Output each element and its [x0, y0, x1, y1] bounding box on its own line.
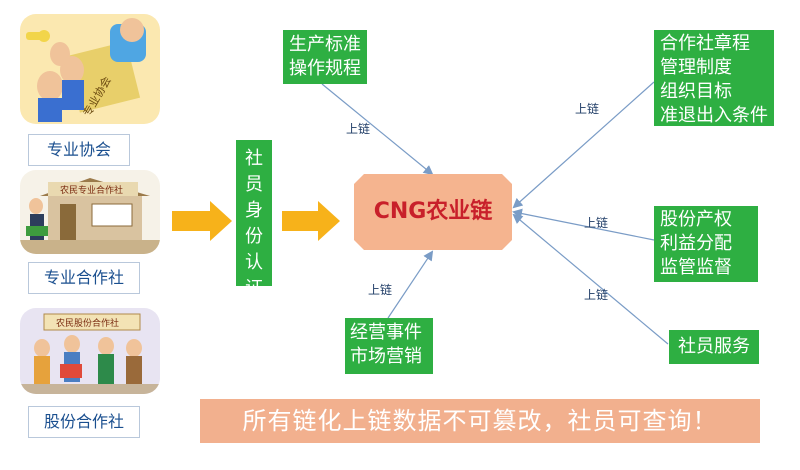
- connector-service: [512, 213, 669, 345]
- node-line: 生产标准: [289, 34, 361, 55]
- stock-cooperative-illustration: 农民股份合作社: [20, 308, 160, 394]
- node-line: 市场营销: [350, 346, 422, 367]
- connector-charter: [512, 81, 655, 209]
- connector-standard: [321, 83, 434, 176]
- node-line: 组织目标: [660, 81, 732, 102]
- identity-char: 证: [245, 278, 263, 299]
- identity-char: 员: [245, 174, 263, 195]
- identity-char: 认: [245, 252, 263, 273]
- edge-label-service: 上链: [584, 288, 609, 302]
- edge-label-standard: 上链: [346, 122, 371, 136]
- edge-label-equity: 上链: [584, 216, 609, 230]
- node-production-standard: 生产标准 操作规程: [283, 30, 367, 84]
- node-line: 监管监督: [660, 257, 732, 278]
- entity-label-association: 专业协会: [28, 134, 130, 166]
- node-charter-management: 合作社章程 管理制度 组织目标 准退出入条件: [654, 30, 774, 126]
- association-illustration: 专业协会: [20, 14, 160, 124]
- node-operation-marketing: 经营事件 市场营销: [345, 318, 433, 374]
- orange-arrow-right: [282, 201, 340, 241]
- orange-arrow-left: [172, 201, 232, 241]
- center-node-shape: [354, 174, 512, 250]
- node-line: 经营事件: [350, 322, 422, 343]
- connector-operation: [387, 250, 434, 319]
- edge-label-operation: 上链: [368, 283, 393, 297]
- cooperative-illustration: 农民专业合作社: [20, 170, 160, 254]
- node-member-service: 社员服务: [669, 330, 759, 364]
- entity-label-stock-cooperative: 股份合作社: [28, 406, 140, 438]
- entity-label-cooperative: 专业合作社: [28, 262, 140, 294]
- center-node-title: CNG农业链: [373, 199, 493, 224]
- node-equity-distribution: 股份产权 利益分配 监管监督: [654, 206, 758, 282]
- connector-equity: [512, 208, 655, 241]
- edge-label-charter: 上链: [575, 102, 600, 116]
- node-line: 管理制度: [660, 57, 732, 78]
- immutability-banner: 所有链化上链数据不可篡改，社员可查询！: [200, 399, 760, 443]
- cooperative-sign-text: 农民专业合作社: [60, 184, 123, 196]
- identity-char: 社: [245, 148, 263, 169]
- node-line: 股份产权: [660, 209, 732, 230]
- identity-char: 身: [245, 200, 263, 221]
- node-line: 合作社章程: [660, 33, 750, 54]
- node-line: 利益分配: [660, 233, 732, 254]
- stock-sign-text: 农民股份合作社: [56, 317, 119, 329]
- member-identity-box: 社 员 身 份 认 证: [236, 140, 272, 299]
- identity-char: 份: [245, 226, 263, 247]
- node-line: 准退出入条件: [660, 105, 768, 126]
- node-line: 操作规程: [289, 58, 361, 79]
